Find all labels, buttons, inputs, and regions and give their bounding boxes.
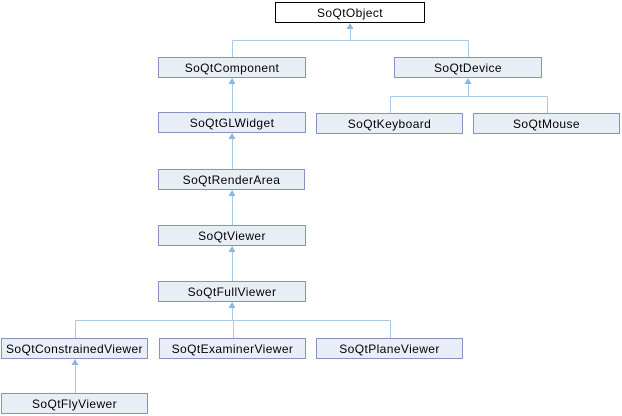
class-node-label: SoQtRenderArea [182,172,281,187]
inheritance-edge-soqtviewer [228,246,236,282]
class-node-soqtflyviewer[interactable]: SoQtFlyViewer [1,393,148,414]
class-node-soqtfullviewer[interactable]: SoQtFullViewer [158,281,306,302]
class-node-soqtplaneviewer[interactable]: SoQtPlaneViewer [316,338,463,359]
inheritance-arrow-icon [228,133,236,139]
class-node-soqtconstrainedviewer[interactable]: SoQtConstrainedViewer [1,338,148,359]
class-node-soqtglwidget[interactable]: SoQtGLWidget [158,112,306,133]
class-node-label: SoQtComponent [184,60,280,75]
class-node-label: SoQtConstrainedViewer [6,341,143,356]
inheritance-edge-soqtdevice [390,78,548,114]
class-node-soqtkeyboard[interactable]: SoQtKeyboard [316,113,463,134]
class-node-label: SoQtMouse [513,116,580,131]
inheritance-arrow-icon [228,246,236,252]
inheritance-edge-soqtglwidget [228,133,236,170]
inheritance-arrow-icon [228,302,236,308]
class-node-label: SoQtDevice [433,60,503,75]
inheritance-arrow-icon [228,78,236,84]
class-node-label: SoQtObject [316,5,384,20]
class-node-soqtmouse[interactable]: SoQtMouse [473,113,620,134]
class-node-soqtobject: SoQtObject [275,2,425,23]
inheritance-edge-soqtobject [232,23,469,58]
class-node-label: SoQtGLWidget [189,115,275,130]
class-node-soqtrenderarea[interactable]: SoQtRenderArea [158,169,305,190]
class-node-soqtviewer[interactable]: SoQtViewer [158,225,306,246]
inheritance-edge-soqtrenderarea [228,190,236,226]
class-node-soqtdevice[interactable]: SoQtDevice [394,57,542,78]
class-node-soqtexaminerviewer[interactable]: SoQtExaminerViewer [159,338,306,359]
inheritance-arrow-icon [71,359,79,365]
class-node-label: SoQtViewer [198,228,266,243]
class-node-label: SoQtFlyViewer [31,396,117,411]
class-node-label: SoQtFullViewer [187,284,277,299]
inheritance-edge-soqtconstrainedviewer [71,359,79,394]
class-node-soqtcomponent[interactable]: SoQtComponent [158,57,306,78]
inheritance-arrow-icon [464,78,472,84]
inheritance-arrow-icon [346,23,354,29]
class-node-label: SoQtPlaneViewer [339,341,440,356]
inheritance-edge-soqtfullviewer [75,302,391,339]
inheritance-edge-soqtcomponent [228,78,236,113]
class-node-label: SoQtKeyboard [347,116,432,131]
class-node-label: SoQtExaminerViewer [171,341,294,356]
inheritance-arrow-icon [228,190,236,196]
